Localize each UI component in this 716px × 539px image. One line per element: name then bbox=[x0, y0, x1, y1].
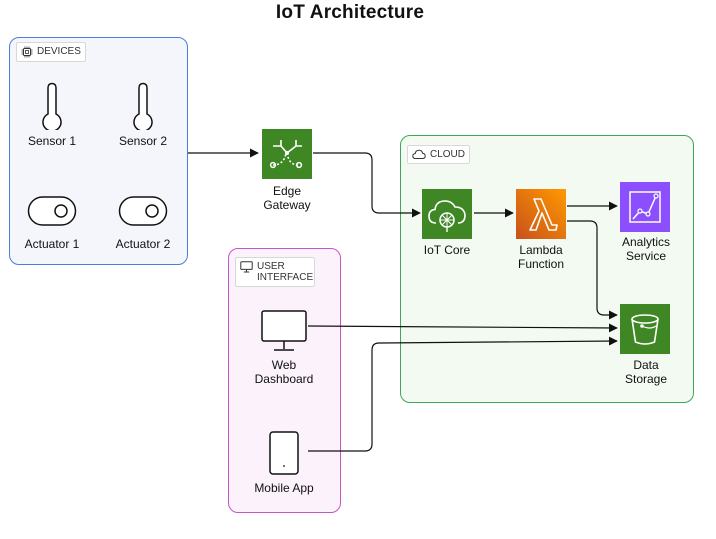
phone-icon bbox=[269, 431, 299, 475]
mobile-app-label: Mobile App bbox=[254, 481, 314, 495]
edge-gateway-label-line2: Gateway bbox=[263, 198, 311, 212]
monitor-icon bbox=[261, 310, 307, 351]
cloud-label-text: CLOUD bbox=[430, 149, 466, 160]
cloud-icon bbox=[412, 149, 426, 159]
web-dashboard-label: Web Dashboard bbox=[246, 358, 322, 386]
analytics-label-line1: Analytics bbox=[621, 235, 671, 249]
data-storage-label-line2: Storage bbox=[624, 372, 668, 386]
toggle-icon bbox=[118, 196, 168, 226]
edge-gateway-label: Edge Gateway bbox=[250, 184, 324, 212]
lambda-function-label: Lambda Function bbox=[504, 243, 578, 271]
diagram-title: IoT Architecture bbox=[275, 2, 425, 23]
user-interface-label-line2: INTERFACE bbox=[257, 272, 314, 283]
thermometer-icon bbox=[42, 82, 62, 130]
iot-core-label: IoT Core bbox=[423, 243, 471, 257]
cloud-group-label: CLOUD bbox=[407, 145, 471, 164]
gateway-icon bbox=[262, 129, 312, 179]
devices-group bbox=[9, 37, 188, 265]
analytics-label-line2: Service bbox=[625, 249, 666, 263]
edge-gateway-label-line1: Edge bbox=[272, 184, 302, 198]
devices-group-label: DEVICES bbox=[16, 42, 86, 62]
edge-gateway-to-iotcore bbox=[313, 152, 421, 218]
user-interface-group-label: USER INTERFACE bbox=[235, 257, 315, 287]
actuator-1-label: Actuator 1 bbox=[24, 237, 80, 251]
edge-dashboard-to-storage bbox=[307, 323, 618, 333]
monitor-icon bbox=[240, 261, 253, 273]
cloud-group bbox=[400, 135, 694, 403]
user-interface-label-line1: USER bbox=[257, 261, 285, 272]
user-interface-label-text: USER INTERFACE bbox=[257, 261, 313, 283]
toggle-icon bbox=[27, 196, 77, 226]
analytics-icon bbox=[620, 182, 670, 232]
lambda-icon bbox=[516, 189, 566, 239]
lambda-label-line1: Lambda bbox=[519, 243, 563, 257]
web-dashboard-label-line1: Web bbox=[271, 358, 297, 372]
lambda-label-line2: Function bbox=[517, 257, 565, 271]
devices-label-text: DEVICES bbox=[37, 46, 81, 57]
edge-mobile-to-storage bbox=[308, 336, 618, 452]
user-interface-group bbox=[228, 248, 341, 513]
data-storage-label-line1: Data bbox=[633, 358, 659, 372]
data-storage-label: Data Storage bbox=[608, 358, 684, 386]
sensor-2-label: Sensor 2 bbox=[118, 134, 168, 148]
iot-core-icon bbox=[422, 189, 472, 239]
web-dashboard-label-line2: Dashboard bbox=[254, 372, 314, 386]
actuator-2-label: Actuator 2 bbox=[115, 237, 171, 251]
bucket-icon bbox=[620, 304, 670, 354]
thermometer-icon bbox=[133, 82, 153, 130]
sensor-1-label: Sensor 1 bbox=[27, 134, 77, 148]
chip-icon bbox=[21, 46, 33, 58]
analytics-service-label: Analytics Service bbox=[608, 235, 684, 263]
edge-lambda-to-storage bbox=[567, 220, 618, 320]
